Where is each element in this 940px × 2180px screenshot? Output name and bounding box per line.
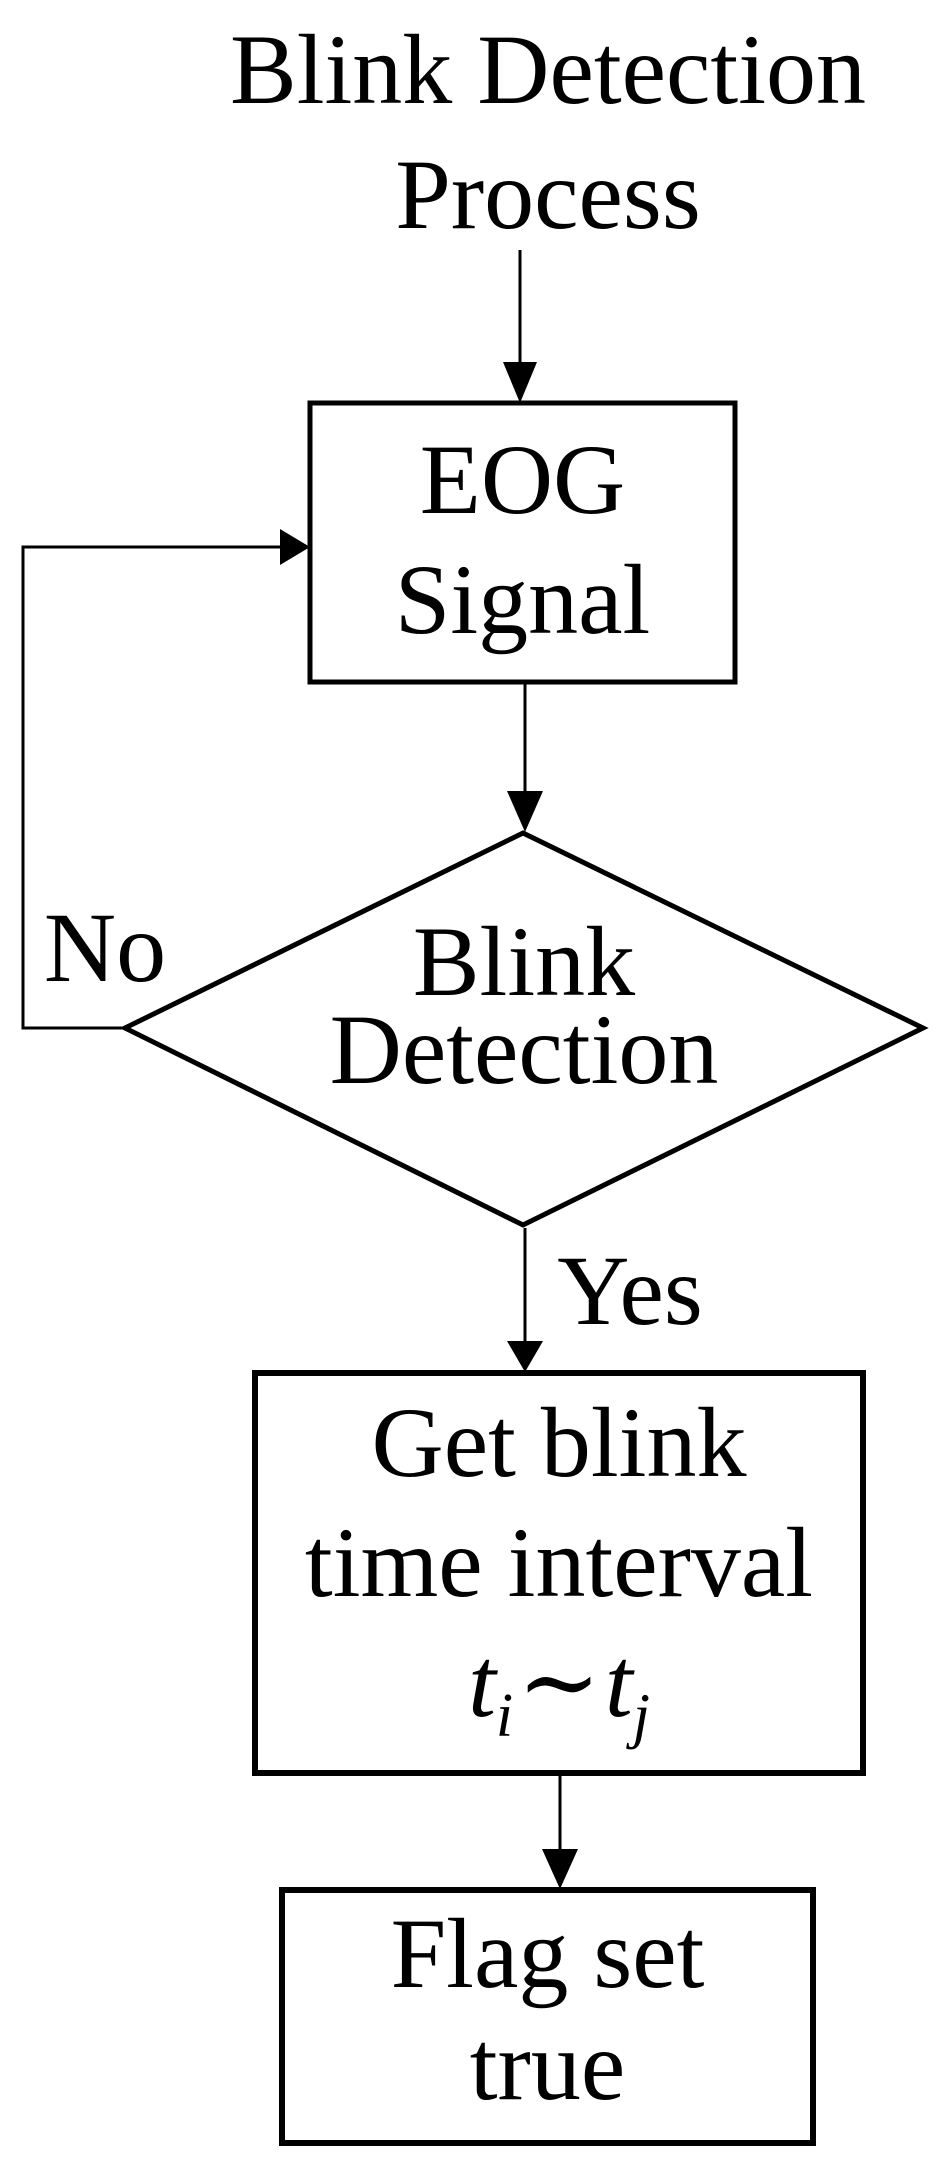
no-loop-connector — [21, 545, 280, 1030]
math-t2: t — [604, 1627, 633, 1738]
get-blink-box — [252, 1370, 866, 1776]
get-blink-label: Get blink time interval ti∼tj — [255, 1383, 863, 1747]
diagram-title-line1: Blink Detection — [230, 14, 866, 125]
edge-label-yes: Yes — [557, 1235, 703, 1346]
edge-label-no: No — [43, 892, 167, 1003]
eog-signal-label-line2: Signal — [394, 544, 651, 655]
math-t1: t — [468, 1627, 496, 1738]
eog-signal-box — [307, 400, 738, 685]
blink-detection-diamond — [119, 830, 929, 1228]
flag-set-label: Flag set true — [282, 1898, 813, 2122]
arrowhead-down-icon — [507, 791, 543, 832]
eog-signal-label-line1: EOG — [419, 424, 626, 535]
blink-detection-label-line2: Detection — [329, 994, 719, 1105]
get-blink-label-math: ti∼tj — [255, 1623, 863, 1747]
arrowhead-down-icon — [507, 1341, 543, 1372]
arrowhead-down-icon — [503, 362, 537, 403]
eog-signal-label: EOG Signal — [310, 420, 735, 660]
math-sub-i: i — [495, 1682, 514, 1750]
math-tilde-operator: ∼ — [517, 1627, 601, 1738]
diagram-title: Blink Detection Process — [168, 7, 928, 257]
arrowhead-right-icon — [280, 529, 310, 565]
get-blink-label-line2: time interval — [304, 1507, 814, 1618]
flag-set-label-line1: Flag set — [390, 1898, 705, 2009]
get-blink-label-line1: Get blink — [371, 1387, 747, 1498]
arrowhead-down-icon — [542, 1849, 578, 1889]
blink-detection-label: Blink Detection — [125, 906, 923, 1105]
flag-set-box — [279, 1887, 816, 2146]
flag-set-label-line2: true — [469, 2010, 626, 2121]
blink-detection-label-line1: Blink — [412, 906, 636, 1017]
math-sub-j: j — [632, 1682, 650, 1750]
diagram-title-line2: Process — [395, 139, 701, 250]
